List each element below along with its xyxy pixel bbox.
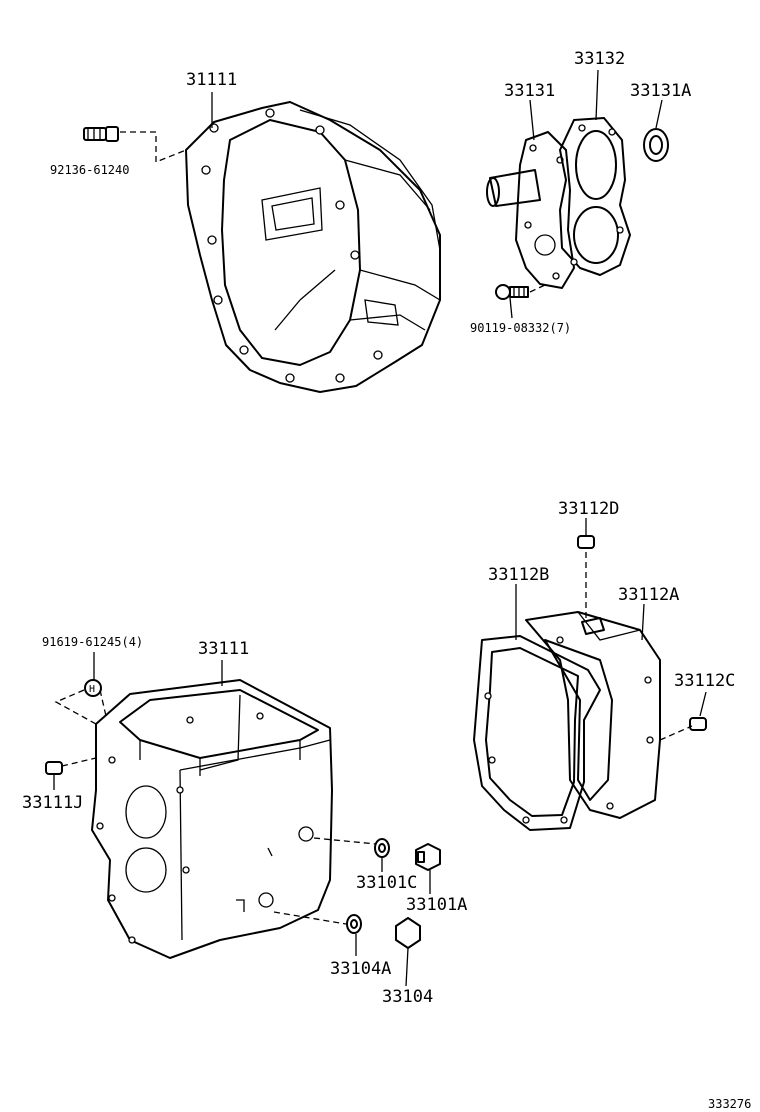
- pin-c-drawing: [689, 717, 707, 731]
- bolt-retainer-drawing: [495, 284, 546, 300]
- transmission-case-drawing: [91, 679, 377, 959]
- label-retainer: 33131: [504, 81, 555, 101]
- bolt-top-left-drawing: [83, 126, 187, 163]
- label-seal: 33131A: [630, 81, 691, 101]
- label-washer-c: 33101C: [356, 873, 417, 893]
- clutch-housing-drawing: [185, 101, 441, 393]
- pin-j-drawing: [45, 757, 97, 775]
- label-case: 33111: [198, 639, 249, 659]
- label-bolt-left: 91619-61245(4): [42, 635, 143, 649]
- label-cover-a: 33112A: [618, 585, 679, 605]
- washer-c-drawing: [374, 838, 390, 858]
- figure-number: 333276: [708, 1097, 751, 1111]
- oil-seal-drawing: [643, 128, 669, 162]
- label-pin-j: 33111J: [22, 793, 83, 813]
- label-bolt-top: 92136-61240: [50, 163, 129, 177]
- label-bolt-retainer: 90119-08332(7): [470, 321, 571, 335]
- bolt-left-drawing: [54, 689, 107, 725]
- plug-d-drawing: [577, 535, 595, 549]
- washer-a-drawing: [346, 914, 362, 934]
- label-washer-a: 33104A: [330, 959, 391, 979]
- label-gasket-b: 33112B: [488, 565, 549, 585]
- leader-lines: [53, 69, 707, 987]
- label-plug-a: 33101A: [406, 895, 467, 915]
- retainer-gasket-drawing: [559, 117, 631, 276]
- label-pin-c: 33112C: [674, 671, 735, 691]
- bolt-head-letter: H: [89, 684, 95, 695]
- extension-cover-drawing: [525, 552, 693, 819]
- gasket-b-drawing: [473, 635, 601, 831]
- label-plug-d: 33112D: [558, 499, 619, 519]
- label-gasket-top: 33132: [574, 49, 625, 69]
- bolt-head-icon: H: [84, 679, 102, 697]
- label-housing-top: 31111: [186, 70, 237, 90]
- plug-drawing: [395, 917, 421, 949]
- label-plug: 33104: [382, 987, 433, 1007]
- plug-a-drawing: [415, 843, 441, 871]
- bearing-retainer-drawing: [486, 131, 575, 289]
